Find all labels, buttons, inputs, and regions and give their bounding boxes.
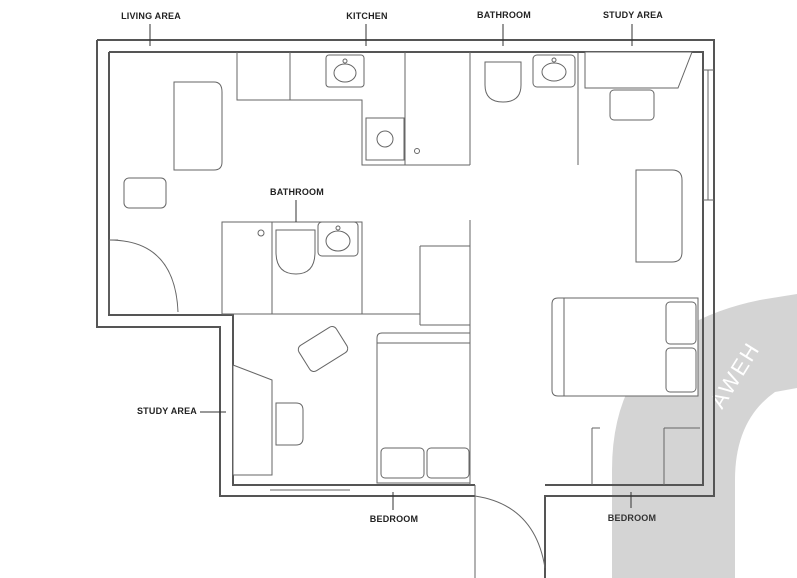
armchair bbox=[123, 177, 167, 209]
living-area bbox=[108, 81, 223, 314]
wall-left-inner bbox=[108, 52, 475, 486]
leader-lines bbox=[149, 24, 633, 510]
wall-left-outer bbox=[96, 40, 475, 497]
desk-left bbox=[232, 364, 273, 476]
study-area-top bbox=[584, 51, 693, 263]
bathroom-sink-mid-tap bbox=[335, 225, 341, 231]
bedroom-right bbox=[551, 297, 699, 397]
wall-top-right-inner bbox=[109, 51, 704, 486]
kitchen-knob bbox=[414, 148, 420, 154]
entrance-door bbox=[474, 485, 546, 578]
kitchen-sink bbox=[325, 54, 365, 88]
armchair-left bbox=[297, 326, 349, 372]
label-living-area: LIVING AREA bbox=[121, 11, 181, 21]
bathroom-mid bbox=[221, 221, 363, 315]
living-door-swing bbox=[108, 239, 179, 313]
bedroom-mid bbox=[376, 332, 471, 484]
label-bathroom-top: BATHROOM bbox=[477, 10, 531, 20]
room-labels: LIVING AREA KITCHEN BATHROOM STUDY AREA … bbox=[121, 10, 663, 524]
kitchen-tap bbox=[342, 58, 348, 64]
label-bedroom-bottom: BEDROOM bbox=[370, 514, 418, 524]
chair-top-right bbox=[609, 89, 655, 121]
label-bedroom-right: BEDROOM bbox=[608, 513, 656, 523]
kitchen-cabinet bbox=[236, 52, 291, 101]
entrance-door-swing bbox=[474, 495, 546, 569]
toilet-top bbox=[484, 61, 522, 103]
kitchen-sink-bowl bbox=[333, 63, 357, 83]
pillow-right-bottom bbox=[665, 347, 697, 393]
desk-top-right bbox=[584, 51, 693, 89]
bathroom-top bbox=[469, 52, 579, 165]
chair-left bbox=[275, 402, 304, 446]
wall-top-right bbox=[97, 39, 715, 578]
pillow-mid-left bbox=[380, 447, 425, 479]
bathroom-sink-top-tap bbox=[551, 57, 557, 63]
label-study-area-left: STUDY AREA bbox=[137, 406, 197, 416]
bed-mid bbox=[376, 332, 471, 484]
wardrobe-right bbox=[635, 169, 683, 263]
label-kitchen: KITCHEN bbox=[346, 11, 387, 21]
label-study-area-top: STUDY AREA bbox=[603, 10, 663, 20]
toilet-mid bbox=[275, 229, 316, 275]
pillow-mid-right bbox=[426, 447, 470, 479]
outer-walls bbox=[96, 39, 715, 578]
shower-drain bbox=[257, 229, 265, 237]
bathroom-sink-top bbox=[532, 54, 576, 88]
bathroom-sink-top-bowl bbox=[541, 62, 567, 82]
label-bathroom-mid: BATHROOM bbox=[270, 187, 324, 197]
bed-right bbox=[551, 297, 699, 397]
sofa bbox=[173, 81, 223, 171]
stove bbox=[365, 117, 405, 161]
bathroom-sink-mid bbox=[317, 221, 359, 257]
stove-burner bbox=[376, 130, 394, 148]
kitchen bbox=[236, 52, 470, 166]
study-area-left bbox=[232, 326, 349, 476]
kitchen-counter bbox=[290, 99, 470, 166]
bathroom-sink-mid-bowl bbox=[325, 230, 351, 252]
pillow-right-top bbox=[665, 301, 697, 345]
